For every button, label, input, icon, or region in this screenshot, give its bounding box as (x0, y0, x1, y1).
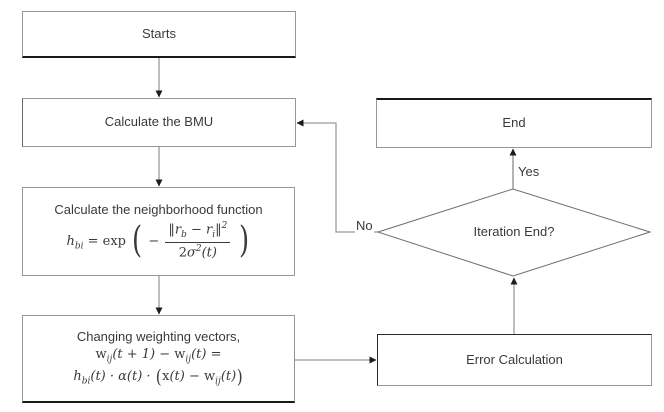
neighborhood-formula: hbi = exp ( − ‖rb − ri‖2 2σ2(t) ) (66, 219, 249, 262)
open-paren: ( (155, 366, 162, 389)
decision-node (376, 188, 652, 277)
edge-label-no: No (355, 218, 374, 233)
start-node-label: Starts (142, 25, 176, 41)
neighborhood-node-title: Calculate the neighborhood function (54, 201, 263, 217)
close-paren: ) (236, 366, 243, 389)
fraction-denominator: 2σ2(t) (178, 243, 217, 261)
fraction: ‖rb − ri‖2 2σ2(t) (165, 221, 231, 262)
neighborhood-node: Calculate the neighborhood function hbi … (22, 187, 295, 276)
edge-label-yes: Yes (517, 164, 541, 179)
error-calculation-node-label: Error Calculation (466, 351, 563, 367)
end-node-label: End (502, 115, 526, 131)
fraction-numerator: ‖rb − ri‖2 (165, 221, 231, 243)
open-paren: ( (132, 219, 143, 261)
bmu-node: Calculate the BMU (22, 98, 296, 147)
bmu-node-label: Calculate the BMU (104, 114, 214, 130)
end-node: End (376, 98, 652, 148)
weight-update-eq-line1: wij(t + 1) − wij(t) = (95, 347, 222, 365)
weight-update-node-title: Changing weighting vectors, (76, 329, 241, 345)
weight-update-node: Changing weighting vectors, wij(t + 1) −… (22, 315, 295, 403)
error-calculation-node: Error Calculation (377, 334, 652, 386)
decision-node-label: Iteration End? (473, 224, 555, 239)
close-paren: ) (238, 219, 249, 261)
weight-update-eq-line2: hbi(t) · α(t) · (x(t) − wij(t)) (73, 366, 243, 389)
start-node: Starts (22, 11, 296, 58)
edge-decision-to-bmu (296, 119, 378, 233)
